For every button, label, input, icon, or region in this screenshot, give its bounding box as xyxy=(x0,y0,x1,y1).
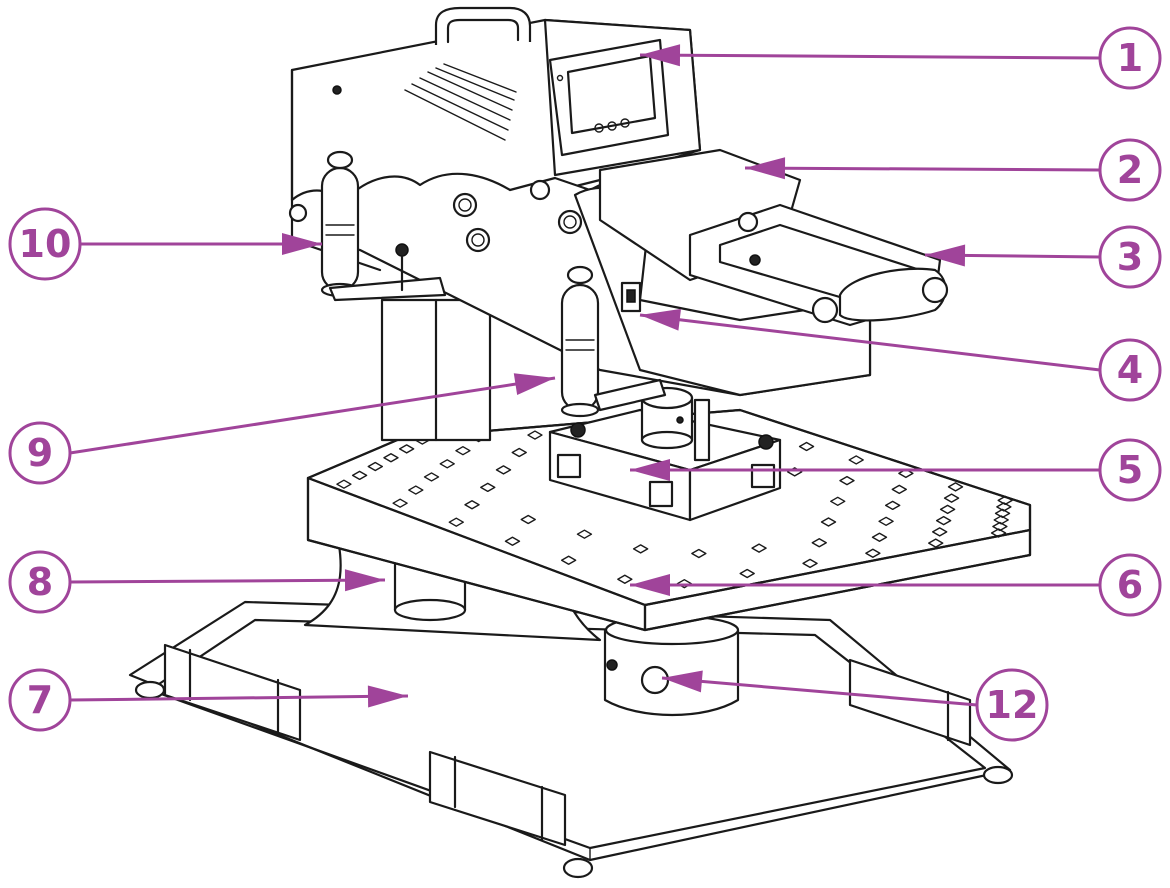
platen-hole xyxy=(871,532,888,542)
callout-arrowhead-10 xyxy=(282,233,322,255)
callout-leader-7 xyxy=(69,694,409,702)
platen-hole xyxy=(691,548,707,559)
platen-hole xyxy=(383,453,399,463)
platen-hole xyxy=(848,455,864,465)
platen-hole xyxy=(336,479,352,489)
callout-leader-8 xyxy=(69,578,386,584)
callout-arrowhead-1 xyxy=(640,44,681,67)
platen-hole xyxy=(576,529,593,539)
platen-hole xyxy=(617,574,633,584)
callout-label-4: 4 xyxy=(1117,348,1143,392)
platen-hole xyxy=(830,496,846,507)
callout-label-2: 2 xyxy=(1117,148,1143,192)
callout-label-10: 10 xyxy=(19,222,72,266)
platen-hole xyxy=(928,538,944,548)
platen-hole xyxy=(495,465,512,475)
knobs xyxy=(288,179,583,253)
callout-circle-5 xyxy=(1098,438,1162,502)
platen-hole xyxy=(751,543,767,553)
platen-hole xyxy=(884,500,901,511)
callout-label-9: 9 xyxy=(27,431,53,475)
callout-arrowhead-5 xyxy=(630,459,670,481)
platen-hole xyxy=(520,514,536,525)
callout-leader-12 xyxy=(661,676,978,707)
callout-label-7: 7 xyxy=(27,678,53,722)
callout-circle-1 xyxy=(1098,26,1162,90)
callout-arrowhead-7 xyxy=(367,685,408,708)
callout-circle-3 xyxy=(1098,225,1162,289)
platen-hole xyxy=(943,493,960,503)
platen-hole xyxy=(448,517,464,527)
callout-circle-2 xyxy=(1098,138,1162,202)
callout-leaders xyxy=(69,44,1101,708)
callout-label-3: 3 xyxy=(1117,235,1143,279)
platen-hole xyxy=(990,528,1007,538)
column xyxy=(380,298,492,442)
platen-hole xyxy=(464,500,480,510)
callout-label-12: 12 xyxy=(986,683,1039,727)
callout-circle-10 xyxy=(8,207,82,281)
platen-hole xyxy=(367,461,383,472)
callout-circle-12 xyxy=(975,668,1049,742)
platen-hole xyxy=(798,441,815,452)
platen-holes xyxy=(336,430,1013,589)
platen-hole xyxy=(802,558,818,569)
platen-hole xyxy=(455,445,471,456)
platen-hole xyxy=(931,527,948,537)
upper-platen xyxy=(548,386,782,522)
callout-circle-6 xyxy=(1098,553,1162,617)
callout-label-5: 5 xyxy=(1117,448,1143,492)
platen-hole xyxy=(439,459,455,469)
platen-hole xyxy=(865,548,881,558)
platen-hole xyxy=(511,447,527,458)
vents xyxy=(404,63,517,141)
callout-arrowhead-8 xyxy=(344,569,385,592)
platen-hole xyxy=(423,472,440,482)
callout-arrowhead-4 xyxy=(640,308,682,331)
callout-circle-7 xyxy=(8,668,72,732)
callout-leader-1 xyxy=(639,53,1101,60)
callout-arrowhead-9 xyxy=(513,373,555,395)
platen-hole xyxy=(839,475,855,486)
callout-arrowhead-2 xyxy=(745,157,786,180)
platen-hole xyxy=(480,482,496,493)
platen-hole xyxy=(878,516,894,527)
platen-hole xyxy=(947,482,964,492)
platen-hole xyxy=(398,444,415,454)
callout-circle-9 xyxy=(8,421,72,485)
callout-leader-9 xyxy=(69,376,556,455)
platen-hole xyxy=(739,568,755,579)
platen-hole xyxy=(811,538,827,548)
platen-hole xyxy=(527,430,543,440)
callout-label-1: 1 xyxy=(1117,36,1143,80)
callout-circle-4 xyxy=(1098,338,1162,402)
side-handle xyxy=(320,150,447,302)
platen-hole xyxy=(820,517,837,527)
lever-arm xyxy=(598,148,949,327)
callout-circle-8 xyxy=(8,550,72,614)
platen-hole xyxy=(504,536,521,546)
platen-hole xyxy=(891,484,907,495)
callout-label-6: 6 xyxy=(1117,563,1143,607)
platen-hole xyxy=(939,504,956,515)
callout-label-8: 8 xyxy=(27,560,53,604)
platen-hole xyxy=(408,485,424,495)
platen-hole xyxy=(632,544,649,554)
platen-hole xyxy=(935,515,952,526)
callout-arrowhead-6 xyxy=(630,574,670,596)
callout-leader-2 xyxy=(744,166,1101,172)
callout-arrowhead-3 xyxy=(925,244,966,267)
callout-arrowhead-12 xyxy=(662,670,703,693)
front-handle xyxy=(560,265,667,418)
platen-hole xyxy=(351,470,368,481)
base-frame xyxy=(128,600,1014,879)
platen-hole xyxy=(392,498,408,508)
callout-leader-4 xyxy=(639,313,1101,372)
platen-hole xyxy=(560,555,577,565)
